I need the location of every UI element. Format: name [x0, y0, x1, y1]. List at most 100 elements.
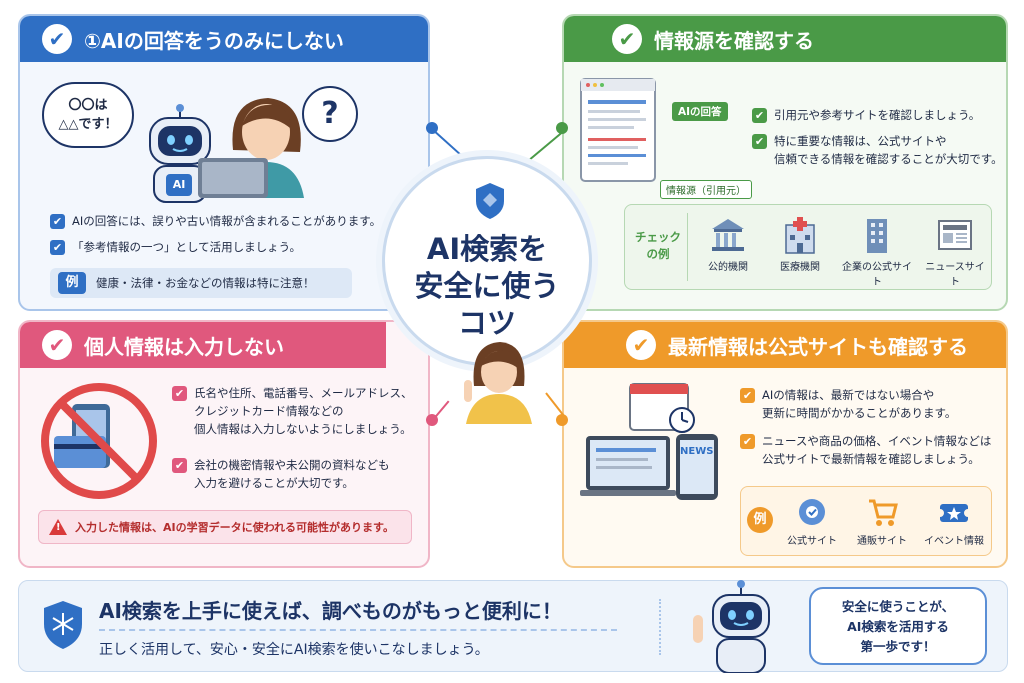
- panel2-bullet-1: ✔ 引用元や参考サイトを確認しましょう。: [752, 106, 980, 124]
- footer-speech-bubble: 安全に使うことが、 AI検索を活用する 第一歩です！: [809, 587, 987, 665]
- panel-source-check: ✔ 情報源を確認する AIの回答 情報源（引用元） ✔ 引用元や参考サイトを確認…: [562, 14, 1008, 311]
- panel1-bullet-1: ✔ AIの回答には、誤りや古い情報が含まれることがあります。: [50, 212, 381, 230]
- bullet-text: AIの情報は、最新ではない場合や 更新に時間がかかることがあります。: [762, 386, 956, 422]
- source-label: ニュースサイト: [925, 262, 985, 288]
- checkbox-icon: ✔: [740, 388, 755, 403]
- woman-pointing-illustration: [464, 342, 532, 424]
- bubble-line: 第一歩です！: [860, 639, 936, 654]
- panel-ai-answer-header: ✔ ①AIの回答をうのみにしない: [20, 16, 428, 62]
- footer-headline: AI検索を上手に使えば、調べものがもっと便利に！: [99, 599, 562, 623]
- source-corporate: 企業の公式サイト: [839, 215, 915, 288]
- panel-latest-info: ✔ 最新情報は公式サイトも確認する NEWS ✔ AIの情報は、最新ではない場合…: [562, 320, 1008, 568]
- bubble-line-2: △△です！: [58, 117, 118, 132]
- panel1-bullet-2: ✔ 「参考情報の一つ」として活用しましょう。: [50, 238, 301, 256]
- hospital-icon: [785, 217, 815, 254]
- label-ai-answer: AIの回答: [672, 102, 728, 121]
- check-icon: ✔: [612, 24, 642, 54]
- panel-personal-info: ✔ 個人情報は入力しない ✔ 氏名や住所、電話番号、メールアドレス、 クレジット…: [18, 320, 430, 568]
- panel3-bullet-2: ✔ 会社の機密情報や未公開の資料なども 入力を避けることが大切です。: [172, 456, 390, 492]
- bullet-line: 氏名や住所、電話番号、メールアドレス、: [194, 386, 413, 400]
- source-news: ニュースサイト: [921, 215, 989, 288]
- example-label: イベント情報: [924, 536, 984, 547]
- source-medical: 医療機関: [767, 215, 833, 273]
- no-personal-info-icon: [41, 383, 157, 499]
- panel-latest-info-header: ✔ 最新情報は公式サイトも確認する: [564, 322, 1006, 368]
- center-title-circle: AI検索を 安全に使う コツ: [382, 156, 592, 366]
- bullet-text: 特に重要な情報は、公式サイトや 信頼できる情報を確認することが大切です。: [774, 132, 1003, 168]
- bullet-text: 引用元や参考サイトを確認しましょう。: [774, 108, 981, 122]
- panel4-examples-box: 例 公式サイト 通販サイト イベント情報: [740, 486, 992, 556]
- bubble-line-1: 〇〇は: [68, 98, 108, 113]
- panel-source-check-title: 情報源を確認する: [654, 28, 814, 53]
- source-label: 医療機関: [780, 262, 820, 273]
- footer-divider: [99, 629, 617, 631]
- speech-bubble: 〇〇は △△です！: [42, 82, 134, 148]
- center-title-line: 安全に使う: [414, 269, 560, 303]
- check-examples-label: チェック の例: [633, 229, 683, 263]
- connector-dot-orange: [556, 414, 568, 426]
- bullet-line: 公式サイトで最新情報を確認しましょう。: [762, 452, 980, 466]
- shield-snowflake-icon: [44, 601, 82, 649]
- example-tag: 例: [747, 507, 773, 533]
- check-label-line: の例: [646, 247, 670, 261]
- check-label-line: チェック: [635, 230, 681, 244]
- shopping-cart-icon: [869, 499, 898, 526]
- panel-personal-info-header: ✔ 個人情報は入力しない: [20, 322, 386, 368]
- bullet-line: 個人情報は入力しないようにしましょう。: [194, 422, 412, 436]
- bullet-text: 「参考情報の一つ」として活用しましょう。: [72, 240, 301, 254]
- panel-ai-answer-title: ①AIの回答をうのみにしない: [84, 28, 344, 53]
- checkbox-icon: ✔: [172, 458, 187, 473]
- checkbox-icon: ✔: [50, 214, 65, 229]
- panel4-bullet-1: ✔ AIの情報は、最新ではない場合や 更新に時間がかかることがあります。: [740, 386, 956, 422]
- bullet-line: 入力を避けることが大切です。: [194, 476, 354, 490]
- panel1-example-box: 例 健康・法律・お金などの情報は特に注意！: [50, 268, 352, 298]
- ticket-icon: [936, 504, 972, 522]
- connector-dot-pink: [426, 414, 438, 426]
- bubble-line: 安全に使うことが、: [841, 599, 955, 614]
- bullet-line: 更新に時間がかかることがあります。: [762, 406, 957, 420]
- example-label: 通販サイト: [857, 536, 907, 547]
- woman-laptop-illustration: [198, 98, 304, 198]
- office-building-icon: [867, 219, 887, 253]
- bullet-line: 信頼できる情報を確認することが大切です。: [774, 152, 1003, 166]
- source-label: 公的機関: [708, 262, 748, 273]
- center-title: AI検索を 安全に使う コツ: [385, 231, 589, 342]
- browser-window-illustration: [580, 78, 656, 182]
- checkbox-icon: ✔: [740, 434, 755, 449]
- panel2-bullet-2: ✔ 特に重要な情報は、公式サイトや 信頼できる情報を確認することが大切です。: [752, 132, 1003, 168]
- example-shopping-site: 通販サイト: [849, 495, 915, 547]
- robot-ai-badge: AI: [166, 174, 192, 196]
- check-icon: ✔: [42, 24, 72, 54]
- government-building-icon: [712, 219, 744, 251]
- connector-blue: [431, 128, 466, 160]
- check-icon: ✔: [42, 330, 72, 360]
- bullet-line: AIの情報は、最新ではない場合や: [762, 388, 935, 402]
- example-event-info: イベント情報: [919, 495, 989, 547]
- bullet-line: クレジットカード情報などの: [194, 404, 344, 418]
- source-government: 公的機関: [695, 215, 761, 273]
- center-title-line: AI検索を: [426, 232, 548, 266]
- robot-pointing-illustration: [693, 580, 770, 673]
- center-title-line: コツ: [457, 306, 516, 340]
- panel4-bullet-2: ✔ ニュースや商品の価格、イベント情報などは 公式サイトで最新情報を確認しましょ…: [740, 432, 991, 468]
- bullet-text: 氏名や住所、電話番号、メールアドレス、 クレジットカード情報などの 個人情報は入…: [194, 384, 413, 438]
- bullet-line: 会社の機密情報や未公開の資料なども: [194, 458, 390, 472]
- check-icon: ✔: [626, 330, 656, 360]
- panel-ai-answer: ✔ ①AIの回答をうのみにしない 〇〇は △△です！ AI ?: [18, 14, 430, 311]
- panel-source-check-header: ✔ 情報源を確認する: [564, 16, 1006, 62]
- question-mark-icon: ?: [321, 96, 339, 131]
- label-source: 情報源（引用元）: [660, 180, 752, 199]
- checkbox-icon: ✔: [50, 240, 65, 255]
- bullet-line: 特に重要な情報は、公式サイトや: [774, 134, 947, 148]
- example-tag: 例: [58, 272, 86, 294]
- bullet-text: AIの回答には、誤りや古い情報が含まれることがあります。: [72, 214, 382, 228]
- footer-banner: AI検索を上手に使えば、調べものがもっと便利に！ 正しく活用して、安心・安全にA…: [18, 580, 1008, 673]
- warning-text: 入力した情報は、AIの学習データに使われる可能性があります。: [75, 521, 394, 534]
- checkbox-icon: ✔: [172, 386, 187, 401]
- connector-green: [527, 131, 563, 162]
- gear-badge-icon: [799, 499, 825, 525]
- warning-box: ! 入力した情報は、AIの学習データに使われる可能性があります。: [38, 510, 412, 544]
- checkbox-icon: ✔: [752, 134, 767, 149]
- thought-bubble: ?: [302, 86, 358, 142]
- devices-illustration: [580, 383, 718, 500]
